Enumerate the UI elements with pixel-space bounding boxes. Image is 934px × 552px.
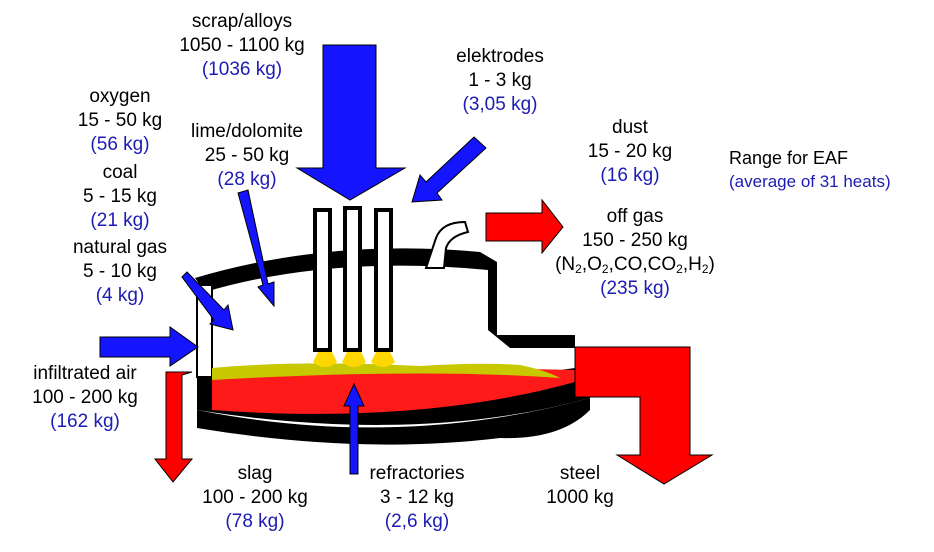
oxygen-range: 15 - 50 kg	[77, 110, 163, 131]
refractories-arrow	[343, 382, 365, 475]
steel-name: steel	[559, 463, 601, 484]
slag-arrow	[153, 371, 194, 483]
scrap-name: scrap/alloys	[191, 11, 293, 32]
natural-gas-range: 5 - 10 kg	[83, 261, 157, 282]
infiltrated-air-range: 100 - 200 kg	[32, 387, 138, 408]
steel-label: steel 1000 kg	[530, 462, 630, 510]
slag-name: slag	[237, 463, 273, 484]
oxygen-label: oxygen 15 - 50 kg (56 kg)	[70, 85, 170, 157]
infiltrated-air-arrow	[99, 326, 199, 367]
offgas-label: off gas 150 - 250 kg (N2,O2,CO,CO2,H2) (…	[540, 205, 730, 301]
legend-range: Range for EAF	[729, 148, 849, 168]
offgas-average: (235 kg)	[600, 278, 670, 299]
refractories-name: refractories	[369, 463, 465, 484]
dust-label: dust 15 - 20 kg (16 kg)	[580, 116, 680, 188]
scrap-label: scrap/alloys 1050 - 1100 kg (1036 kg)	[172, 10, 312, 82]
electrodes-label: elektrodes 1 - 3 kg (3,05 kg)	[445, 45, 555, 117]
legend-average: (average of 31 heats)	[729, 172, 891, 191]
coal-name: coal	[102, 162, 138, 183]
coal-average: (21 kg)	[90, 210, 150, 231]
dust-range: 15 - 20 kg	[587, 141, 673, 162]
furnace-bottom	[197, 398, 590, 445]
offgas-name: off gas	[606, 206, 664, 227]
electrodes	[313, 206, 393, 352]
legend: Range for EAF (average of 31 heats)	[729, 146, 891, 194]
infiltrated-air-average: (162 kg)	[50, 411, 120, 432]
offgas-range: 150 - 250 kg	[582, 230, 688, 251]
electrodes-range: 1 - 3 kg	[468, 70, 532, 91]
steel-range: 1000 kg	[546, 487, 614, 508]
natural-gas-average: (4 kg)	[95, 285, 145, 306]
electrode-arcs	[313, 348, 395, 367]
slag-average: (78 kg)	[225, 511, 285, 532]
scrap-range: 1050 - 1100 kg	[179, 35, 305, 56]
oxygen-name: oxygen	[89, 86, 151, 107]
electrodes-average: (3,05 kg)	[462, 94, 538, 115]
electrodes-name: elektrodes	[456, 46, 544, 67]
offgas-composition: (N2,O2,CO,CO2,H2)	[555, 254, 715, 276]
natural-gas-name: natural gas	[72, 237, 167, 258]
electrodes-arrow	[411, 136, 487, 203]
infiltrated-air-name: infiltrated air	[33, 363, 137, 384]
oxygen-average: (56 kg)	[90, 134, 150, 155]
offgas-duct	[424, 220, 470, 269]
scrap-average: (1036 kg)	[201, 59, 283, 80]
oxygen-coal-arrow	[181, 271, 234, 331]
slag-range: 100 - 200 kg	[202, 487, 308, 508]
infiltrated-air-label: infiltrated air 100 - 200 kg (162 kg)	[10, 362, 160, 434]
natural-gas-label: natural gas 5 - 10 kg (4 kg)	[62, 236, 178, 308]
offgas-arrow	[485, 198, 564, 255]
steel-arrow	[574, 346, 714, 485]
dust-average: (16 kg)	[600, 165, 660, 186]
refractories-average: (2,6 kg)	[384, 511, 450, 532]
furnace-roof	[195, 248, 575, 348]
lime-label: lime/dolomite 25 - 50 kg (28 kg)	[182, 120, 312, 192]
coal-label: coal 5 - 15 kg (21 kg)	[70, 161, 170, 233]
scrap-arrow	[295, 44, 407, 201]
refractories-range: 3 - 12 kg	[380, 487, 454, 508]
lime-arrow	[237, 189, 275, 308]
slag-label: slag 100 - 200 kg (78 kg)	[190, 462, 320, 534]
lime-average: (28 kg)	[217, 169, 277, 190]
slag-layer	[212, 363, 560, 380]
dust-name: dust	[612, 117, 648, 138]
lime-range: 25 - 50 kg	[204, 145, 290, 166]
refractories-label: refractories 3 - 12 kg (2,6 kg)	[358, 462, 476, 534]
lime-name: lime/dolomite	[191, 121, 303, 142]
molten-steel	[212, 368, 575, 414]
coal-range: 5 - 15 kg	[83, 186, 157, 207]
